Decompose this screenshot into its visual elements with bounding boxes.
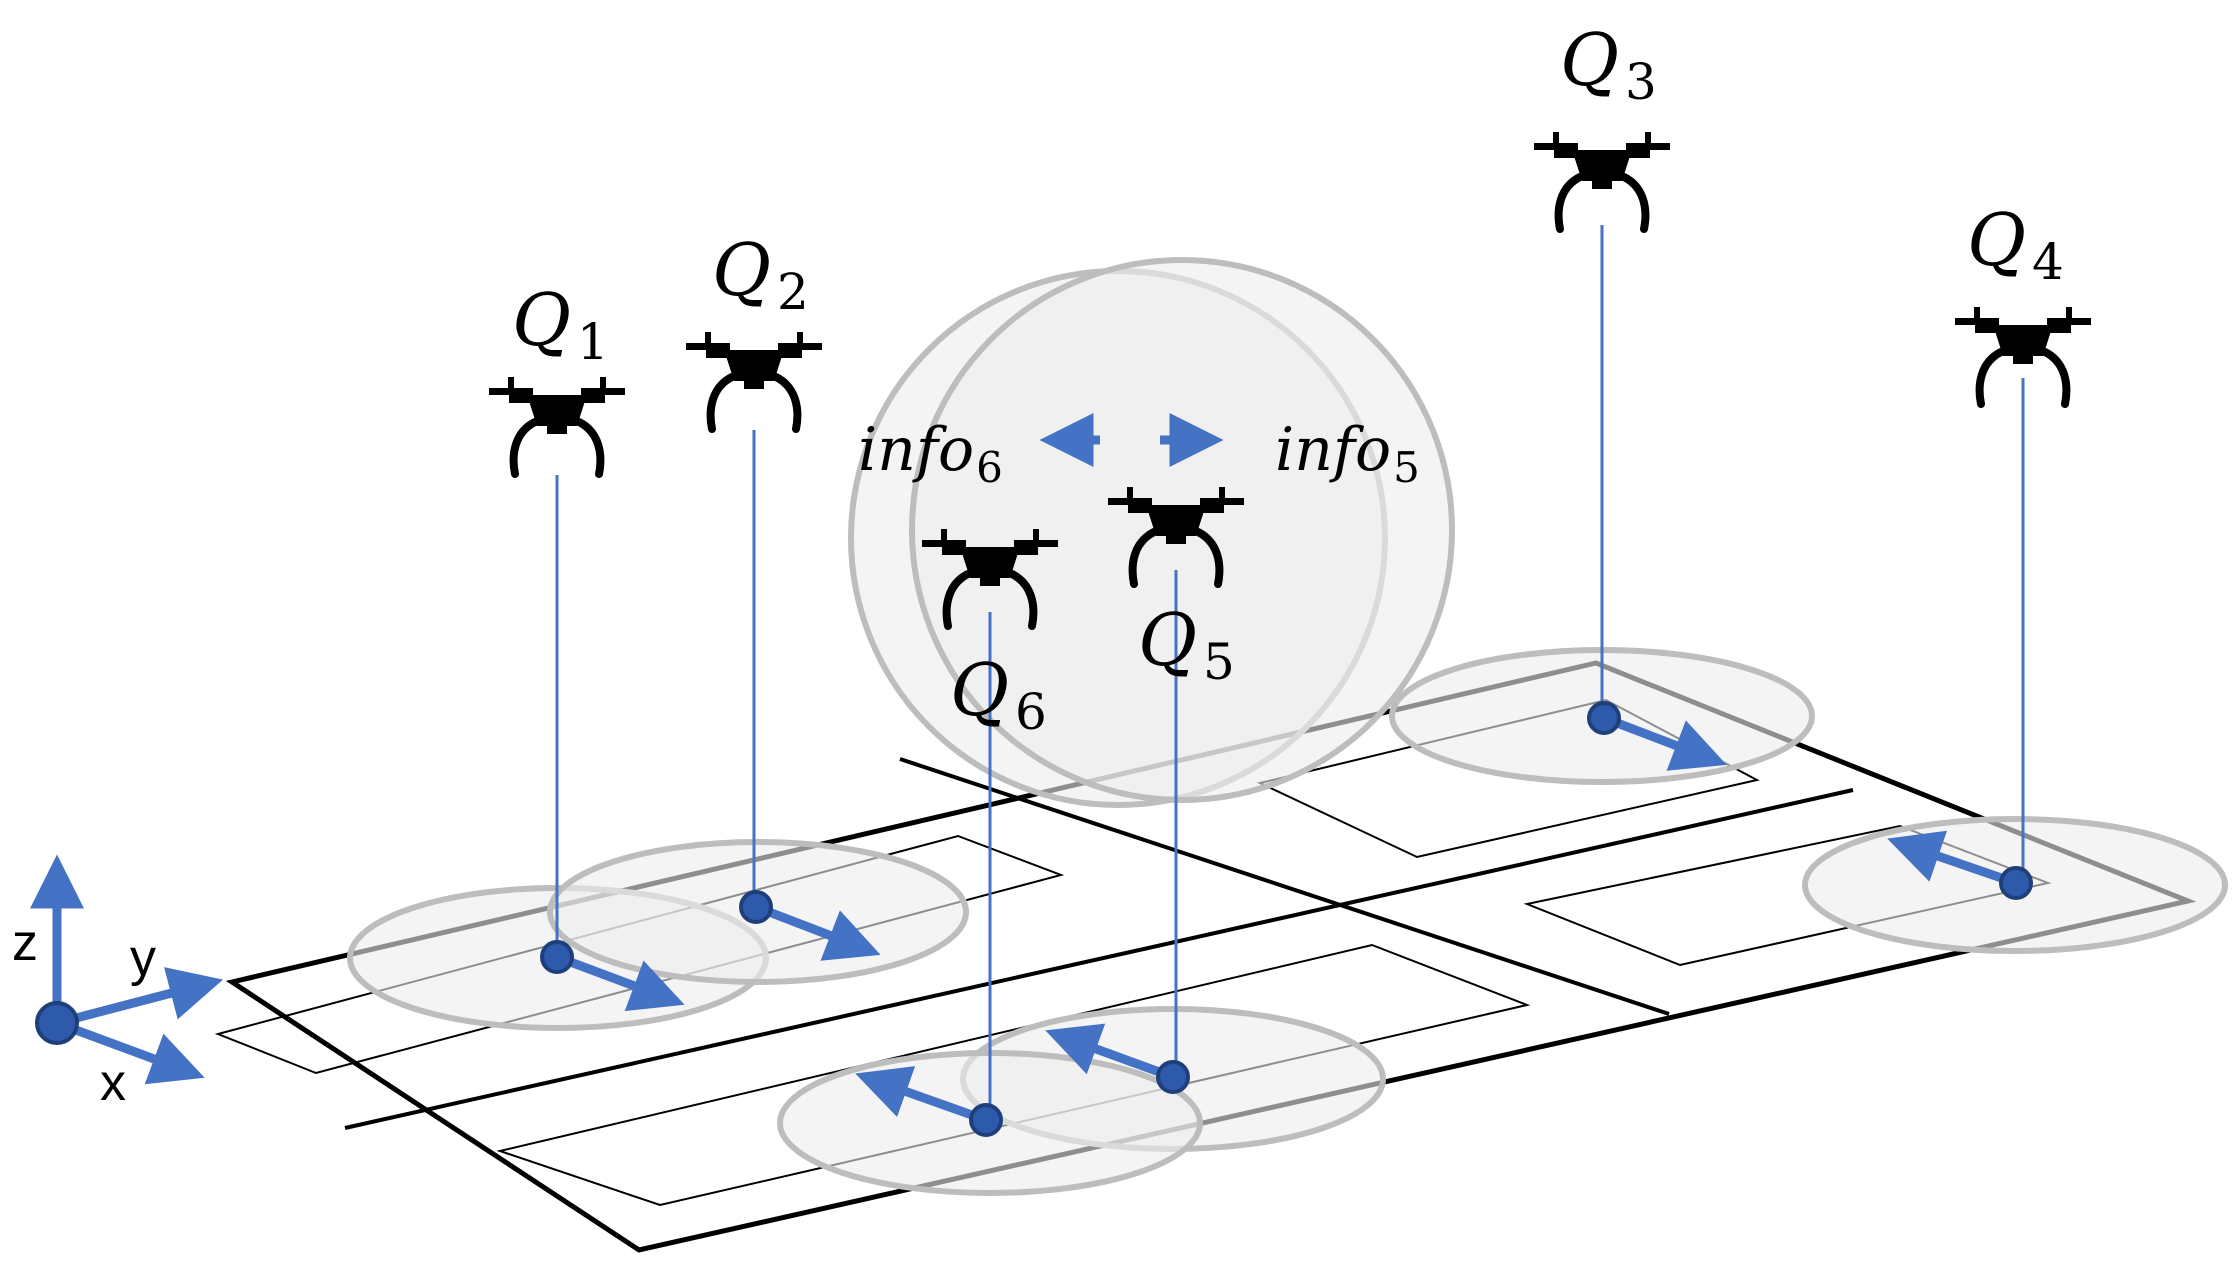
coordinate-axes: z y x [12,854,224,1112]
drone-q2-icon [686,332,822,429]
axis-x-label: x [100,1054,126,1112]
ground-point-q2 [739,890,773,924]
info-label-6: info6 [858,415,1003,492]
ground-point-q1 [540,940,574,974]
ground-point-q4 [1999,866,2033,900]
heading-arrow-q6 [855,1066,988,1125]
axis-y [55,967,224,1028]
drone-q1-icon [489,377,625,474]
axis-z-label: z [12,914,38,972]
ground-point-q5 [1156,1060,1190,1094]
heading-arrow-q3 [1602,713,1727,771]
tether-lines [555,225,2025,1124]
axis-y-label: y [130,929,156,987]
heading-arrow-q2 [754,902,881,961]
axis-origin [35,1001,79,1045]
axis-x [55,1018,205,1085]
floor-divider-cross [899,757,1670,1016]
info-label-5: info5 [1275,415,1420,492]
heading-arrow-q4 [1887,830,2018,888]
heading-arrows [555,713,2018,1125]
floor-divider-long [344,788,1854,1130]
info-labels: info6 info5 [858,415,1420,492]
drone-q3-icon [1534,132,1670,229]
ground-point-q6 [969,1103,1003,1137]
ground-point-q3 [1587,701,1621,735]
heading-arrow-q5 [1045,1023,1175,1082]
ground-positions [540,701,2033,1137]
heading-arrow-q1 [555,952,685,1012]
